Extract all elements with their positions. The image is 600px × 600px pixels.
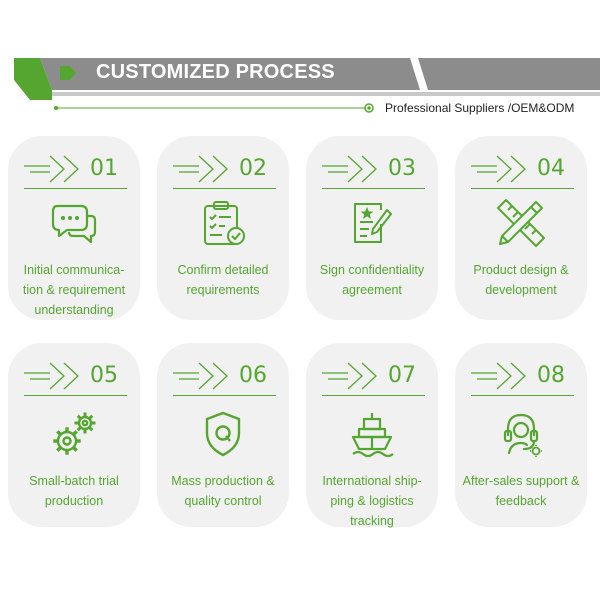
step-number: 06 bbox=[239, 363, 267, 388]
gears-icon bbox=[53, 412, 96, 455]
support-headset-icon bbox=[503, 413, 542, 457]
double-arrow-icon bbox=[322, 155, 377, 183]
step-divider bbox=[24, 395, 127, 396]
header-banner bbox=[14, 58, 600, 113]
step-number: 04 bbox=[537, 156, 565, 181]
page-title: CUSTOMIZED PROCESS bbox=[96, 61, 335, 83]
double-arrow-icon bbox=[322, 362, 377, 390]
page-header: CUSTOMIZED PROCESS Professional Supplier… bbox=[0, 0, 600, 130]
step-number: 01 bbox=[90, 156, 118, 181]
step-card-06: 06 Mass production & quality control bbox=[157, 343, 289, 527]
step-divider bbox=[322, 395, 425, 396]
double-arrow-icon bbox=[24, 362, 79, 390]
step-label: International ship-ping & logistics trac… bbox=[322, 474, 422, 528]
step-number: 07 bbox=[388, 363, 416, 388]
double-arrow-icon bbox=[24, 155, 79, 183]
double-arrow-icon bbox=[471, 362, 526, 390]
step-divider bbox=[173, 395, 276, 396]
cargo-ship-icon bbox=[351, 413, 394, 458]
step-divider bbox=[24, 188, 127, 189]
step-number: 02 bbox=[239, 156, 267, 181]
step-number: 03 bbox=[388, 156, 416, 181]
step-card-04: 04 Product design & development bbox=[455, 136, 587, 320]
step-label: After-sales support & feedback bbox=[462, 474, 580, 508]
step-label: Initial communica-tion & requirement und… bbox=[22, 263, 126, 317]
step-label: Product design & development bbox=[473, 263, 569, 297]
step-label: Small-batch trial production bbox=[29, 474, 119, 508]
step-divider bbox=[322, 188, 425, 189]
step-card-03: 03 Sign confidentiality agreement bbox=[306, 136, 438, 320]
contract-signing-icon bbox=[354, 203, 392, 243]
step-card-02: 02 Confirm detailed requirements bbox=[157, 136, 289, 320]
double-arrow-icon bbox=[173, 362, 228, 390]
step-divider bbox=[471, 188, 574, 189]
step-divider bbox=[173, 188, 276, 189]
double-arrow-icon bbox=[471, 155, 526, 183]
step-card-01: 01 Initial communica-tion & requirement … bbox=[8, 136, 140, 320]
step-number: 08 bbox=[537, 363, 565, 388]
page-subtitle: Professional Suppliers /OEM&ODM bbox=[385, 101, 575, 115]
step-label: Mass production & quality control bbox=[171, 474, 275, 508]
chat-bubbles-icon bbox=[51, 204, 97, 244]
step-divider bbox=[471, 395, 574, 396]
step-card-07: 07 International ship-ping & logistics t… bbox=[306, 343, 438, 528]
step-label: Confirm detailed requirements bbox=[177, 263, 269, 297]
step-label: Sign confidentiality agreement bbox=[319, 263, 425, 297]
step-card-05: 05 bbox=[8, 343, 140, 527]
step-card-08: 08 After-sales support & feedback bbox=[455, 343, 587, 527]
clipboard-checklist-icon bbox=[204, 201, 245, 245]
quality-shield-icon bbox=[205, 411, 241, 457]
double-arrow-icon bbox=[173, 155, 228, 183]
step-number: 05 bbox=[90, 363, 118, 388]
ruler-pencil-icon bbox=[497, 199, 545, 247]
